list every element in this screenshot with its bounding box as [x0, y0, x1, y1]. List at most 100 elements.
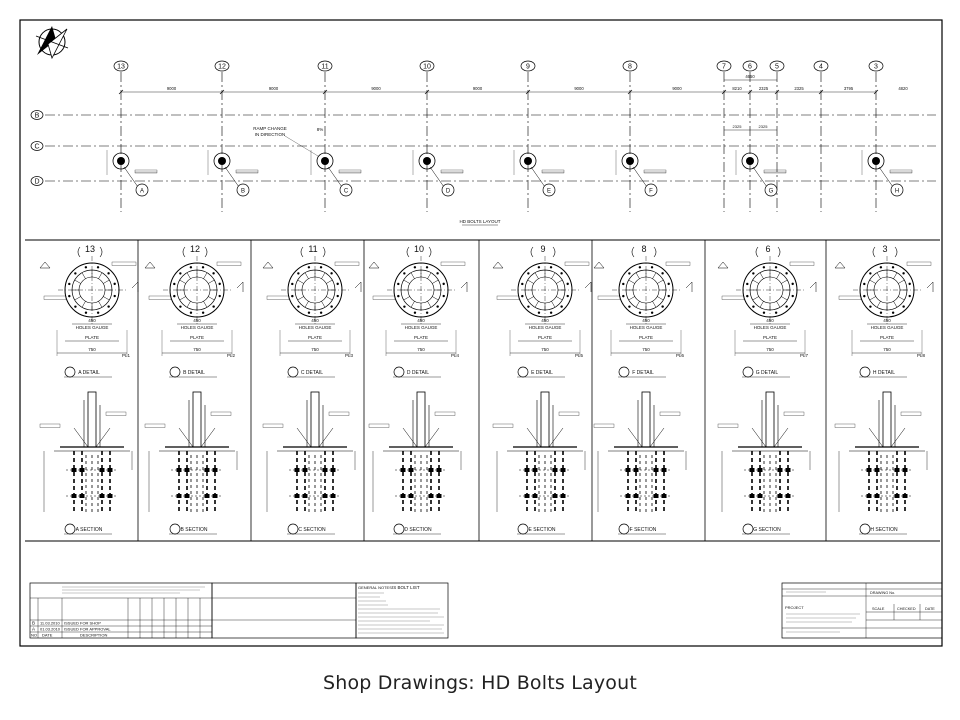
- anchor-bolt: [537, 311, 541, 314]
- plate-mark: PL6: [676, 353, 685, 358]
- section-label: F SECTION: [630, 527, 657, 533]
- level-tag: [434, 411, 456, 416]
- level-tag: [593, 423, 615, 428]
- gusset: [318, 427, 334, 448]
- detail-label: H DETAIL: [873, 370, 895, 376]
- anchor-bolt: [560, 305, 563, 308]
- stiffener: [321, 301, 326, 308]
- section-F: [593, 391, 687, 512]
- grid-label-B: B: [35, 113, 40, 120]
- anchor-bolt: [84, 266, 88, 269]
- anchor-bolt: [201, 266, 205, 269]
- stiffener: [893, 272, 898, 279]
- grid-bubble-C: [30, 141, 44, 151]
- holes-gauge-label: HOLES GAUGE: [405, 325, 438, 330]
- anchor-bolt: [425, 266, 429, 269]
- stiffener: [759, 301, 764, 308]
- nut: [866, 468, 872, 472]
- grid-label-12: 12: [218, 64, 226, 71]
- anchor-bolt: [762, 266, 766, 269]
- stiffener: [403, 296, 410, 301]
- stiffener: [208, 296, 215, 301]
- section-cut-marker: [593, 261, 605, 269]
- stiffener: [628, 279, 635, 284]
- nut: [757, 494, 763, 498]
- rev-head-date: DATE: [42, 633, 53, 638]
- anchor-bolt: [908, 294, 911, 298]
- section-B: [144, 391, 238, 512]
- section-cut-marker: [368, 261, 380, 269]
- anchor-bolt: [107, 305, 110, 308]
- detail-bubble-label: F: [649, 189, 653, 195]
- section-cut-marker: [809, 281, 817, 292]
- anchor-bolt: [212, 305, 215, 308]
- leader-tag: [496, 295, 520, 300]
- stiffener: [98, 301, 103, 308]
- holes-gauge-label: HOLES GAUGE: [754, 325, 787, 330]
- checked-label: CHECKED: [897, 607, 916, 611]
- bubble-leader: [632, 166, 648, 188]
- nut: [408, 494, 414, 498]
- plate-mark: PL3: [345, 353, 354, 358]
- plate-label: PLATE: [190, 335, 204, 340]
- column-base-fill: [626, 157, 634, 165]
- level-tag: [558, 411, 580, 416]
- nut: [294, 468, 300, 472]
- leader-tag: [338, 169, 362, 174]
- column-base-fill: [423, 157, 431, 165]
- anchor-bolt: [413, 266, 417, 269]
- nut: [785, 468, 791, 472]
- detail-column-label: 8: [641, 244, 646, 254]
- nut: [902, 468, 908, 472]
- spacing-label: 8210: [732, 86, 742, 91]
- nut: [874, 468, 880, 472]
- date-label: DATE: [925, 607, 935, 611]
- anchor-bolt: [622, 282, 625, 286]
- column-label-brackets: [77, 246, 103, 258]
- nut: [524, 494, 530, 498]
- general-notes-label: GENERAL NOTES: [358, 585, 392, 590]
- stiffener: [652, 301, 657, 308]
- section-label: B SECTION: [181, 527, 208, 533]
- nut: [894, 468, 900, 472]
- grid-bubble-11: [317, 60, 333, 72]
- nut: [322, 468, 328, 472]
- north-arrow-icon: [35, 26, 69, 60]
- anchor-bolt: [752, 305, 755, 308]
- grid-label-5: 5: [775, 64, 779, 71]
- anchor-bolt: [791, 282, 794, 286]
- anchor-bolt: [403, 305, 406, 308]
- stiffener: [876, 272, 881, 279]
- grid-label-3: 3: [874, 64, 878, 71]
- leader-tag: [906, 261, 932, 266]
- anchor-bolt: [549, 266, 553, 269]
- detail-bubble: [135, 183, 149, 197]
- dim-inner: 450: [417, 318, 425, 323]
- anchor-bolt: [96, 311, 100, 314]
- section-cut-marker: [584, 281, 592, 292]
- stiffener: [893, 301, 898, 308]
- stiffener: [81, 272, 86, 279]
- section-cut-marker: [39, 261, 51, 269]
- rev-head-no: NO: [31, 633, 37, 638]
- gusset: [424, 427, 440, 448]
- stiffener: [203, 272, 208, 279]
- anchor-bolt: [212, 272, 215, 275]
- stiffener: [179, 279, 186, 284]
- dim-tick: [424, 89, 430, 95]
- gusset: [73, 427, 89, 448]
- nut: [777, 468, 783, 472]
- stiffener: [410, 301, 415, 308]
- stiffener: [628, 296, 635, 301]
- grid-bubble-12: [214, 60, 230, 72]
- plate-mark: PL4: [451, 353, 460, 358]
- anchor-bolt: [84, 311, 88, 314]
- anchor-bolt: [307, 266, 311, 269]
- bubble-leader: [224, 166, 240, 188]
- rev-b: B: [32, 621, 35, 626]
- nut: [71, 468, 77, 472]
- plate-label: PLATE: [85, 335, 99, 340]
- stiffener: [752, 279, 759, 284]
